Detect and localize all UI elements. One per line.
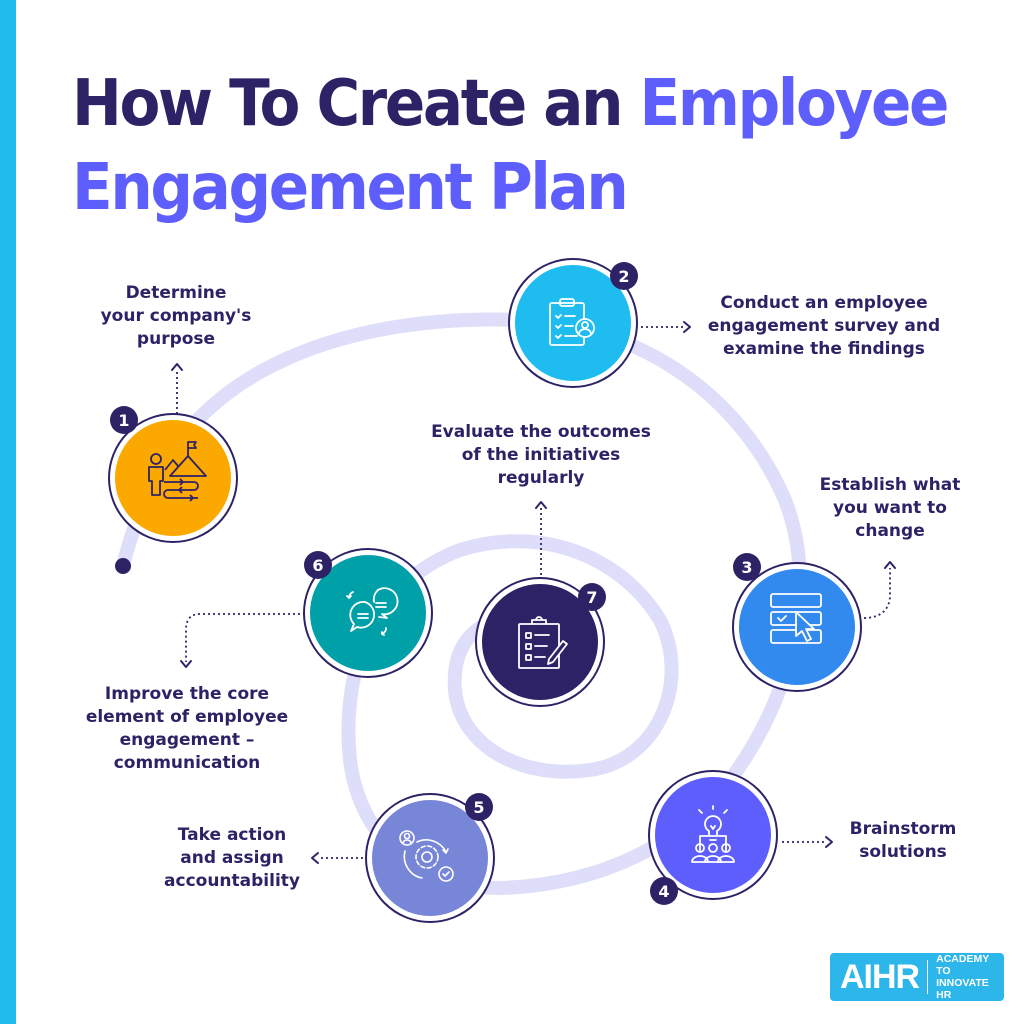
step-5-label: Take action and assign accountability	[164, 825, 300, 891]
aihr-logo: AIHR ACADEMY TO INNOVATE HR	[830, 953, 1004, 1001]
spiral-start-dot	[115, 558, 131, 574]
step-3-badge: 3	[741, 558, 752, 577]
step-7-node[interactable]: 7	[475, 577, 606, 707]
step-1-label: Determine your company's purpose	[100, 283, 252, 349]
step-6-label: Improve the core element of employee eng…	[85, 684, 289, 773]
step-2-node[interactable]: 2	[508, 258, 638, 388]
step-4-node[interactable]: 4	[648, 770, 778, 905]
logo-brand: AIHR	[830, 960, 929, 994]
logo-tagline: ACADEMY TO INNOVATE HR	[936, 953, 990, 1001]
step-1-node[interactable]: 1	[108, 406, 238, 543]
step-6-node[interactable]: 6	[303, 548, 433, 678]
step-2-label: Conduct an employee engagement survey an…	[707, 293, 941, 359]
connectors	[176, 326, 891, 859]
step-2-badge: 2	[618, 267, 629, 286]
step-5-badge: 5	[473, 798, 484, 817]
step-5-node[interactable]: 5	[365, 793, 495, 923]
title-accent2: Engagement Plan	[72, 151, 629, 225]
step-7-badge: 7	[586, 588, 597, 607]
step-1-badge: 1	[118, 411, 129, 430]
step-3-label: Establish what you want to change	[819, 475, 961, 541]
connector-arrowheads	[171, 321, 896, 864]
gear-person-check-icon	[399, 830, 454, 882]
checklist-cursor-icon	[770, 593, 822, 644]
step-4-label: Brainstorm solutions	[849, 819, 957, 862]
side-accent-bar	[0, 0, 16, 1024]
title-accent1: Employee	[639, 67, 950, 141]
lightbulb-team-icon	[691, 805, 735, 863]
clipboard-checklist-pen-icon	[518, 616, 568, 669]
step-6-badge: 6	[312, 556, 323, 575]
step-3-node[interactable]: 3	[732, 553, 862, 692]
chat-bubbles-icon	[346, 587, 399, 636]
step-7-label: Evaluate the outcomes of the initiatives…	[431, 422, 651, 488]
title-part1: How To Create an	[72, 67, 640, 141]
clipboard-survey-person-icon	[549, 298, 595, 346]
step-4-badge: 4	[658, 882, 669, 901]
hiker-mountain-flag-icon	[148, 441, 207, 502]
